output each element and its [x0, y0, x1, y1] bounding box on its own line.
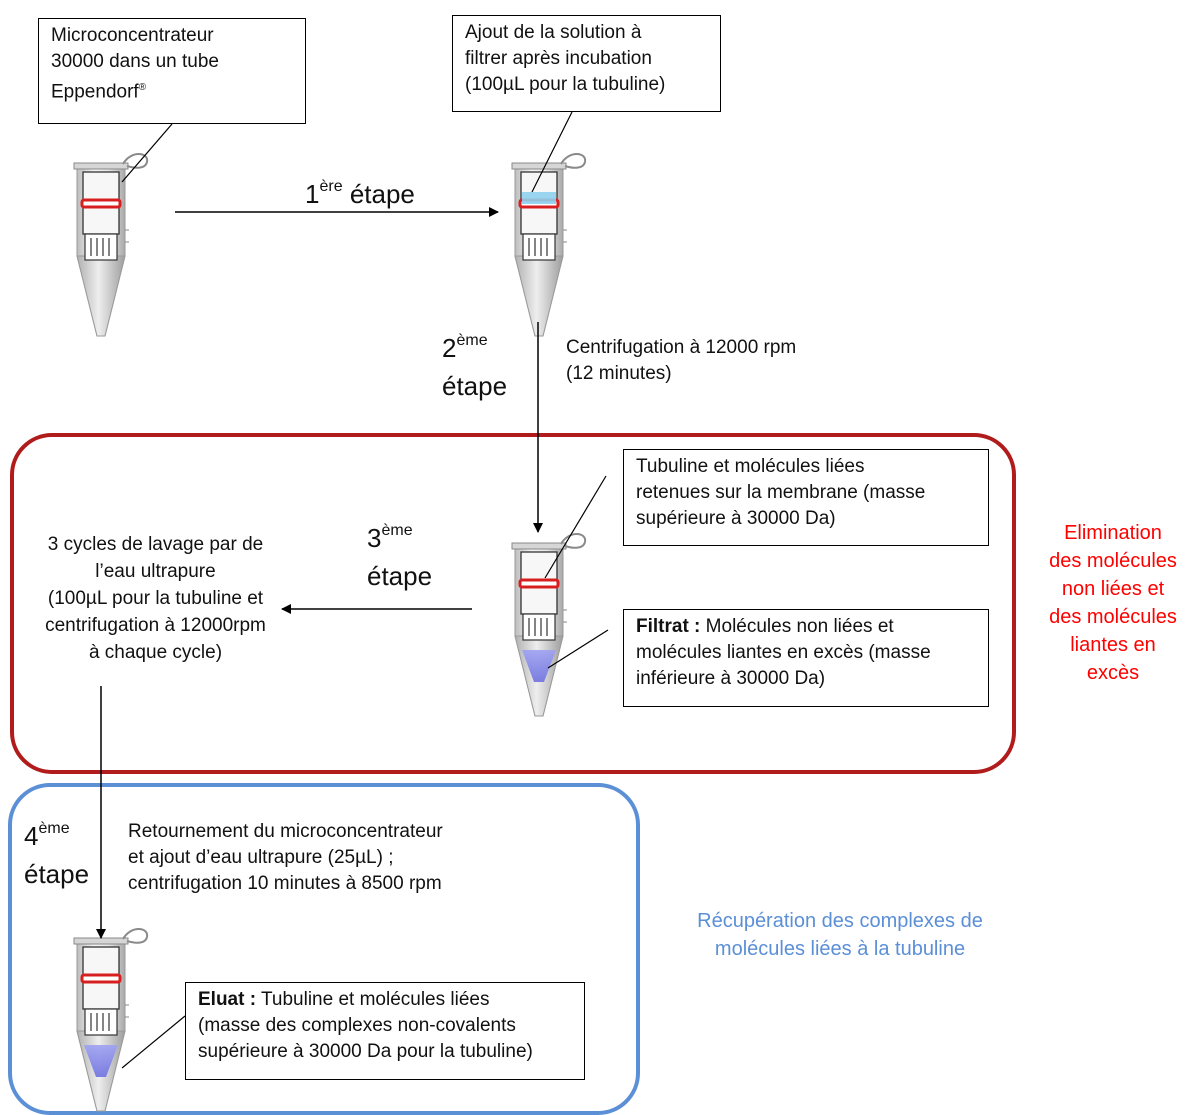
- retained-line3: supérieure à 30000 Da): [636, 508, 836, 529]
- elimination-region-label: Elimination des molécules non liées et d…: [1049, 522, 1177, 684]
- filtrate-line2: molécules liantes en excès (masse: [636, 642, 931, 663]
- eppendorf-tube-icon: [510, 532, 587, 718]
- centrifugation-label: Centrifugation à 12000 rpm (12 minutes): [566, 337, 797, 384]
- recovery-region-label: Récupération des complexes de molécules …: [697, 910, 983, 960]
- eppendorf-tube-icon: [72, 152, 149, 338]
- step3-label: 3ème étape: [367, 522, 433, 592]
- add-solution-box: Ajout de la solution à filtrer après inc…: [452, 15, 721, 112]
- filtrate-line3: inférieure à 30000 Da): [636, 668, 826, 689]
- retained-line2: retenues sur la membrane (masse: [636, 482, 926, 503]
- registered-mark: ®: [138, 82, 147, 93]
- retained-line1: Tubuline et molécules liées: [636, 456, 865, 477]
- eluate-line1: Eluat : Tubuline et molécules liées: [198, 989, 490, 1010]
- inversion-label: Retournement du microconcentrateur et aj…: [128, 821, 443, 894]
- retained-box: Tubuline et molécules liées retenues sur…: [623, 449, 989, 546]
- microconcentrator-box: Microconcentrateur 30000 dans un tube Ep…: [38, 18, 306, 124]
- washing-label: 3 cycles de lavage par de l’eau ultrapur…: [45, 534, 266, 663]
- add-solution-line2: filtrer après incubation: [465, 48, 652, 69]
- microconcentrator-line2: 30000 dans un tube: [51, 51, 219, 72]
- pointer-solution: [531, 111, 573, 193]
- add-solution-line3: (100µL pour la tubuline): [465, 74, 666, 95]
- eluate-line2: (masse des complexes non-covalents: [198, 1015, 516, 1036]
- eppendorf-tube-icon: [72, 927, 149, 1113]
- eluate-line3: supérieure à 30000 Da pour la tubuline): [198, 1041, 533, 1062]
- eluate-box: Eluat : Tubuline et molécules liées (mas…: [185, 982, 585, 1080]
- filtrate-box: Filtrat : Molécules non liées et molécul…: [623, 609, 989, 707]
- add-solution-line1: Ajout de la solution à: [465, 22, 642, 43]
- microconcentrator-brand: Eppendorf: [51, 81, 139, 103]
- filtrate-line1: Filtrat : Molécules non liées et: [636, 616, 894, 637]
- filtrate-label: Filtrat :: [636, 616, 701, 637]
- step1-label: 1ère étape: [305, 178, 415, 210]
- recovery-region-frame: [8, 783, 640, 1115]
- eluate-label: Eluat :: [198, 989, 257, 1010]
- pointer-retained: [544, 475, 607, 579]
- pointer-filtrate: [547, 629, 609, 669]
- microconcentrator-line1: Microconcentrateur: [51, 25, 214, 46]
- elimination-region-frame: [10, 433, 1016, 774]
- eppendorf-tube-icon: [510, 152, 587, 338]
- step2-label: 2ème étape: [442, 332, 508, 402]
- pointer-eluate: [121, 1015, 186, 1069]
- pointer-microconcentrator: [121, 123, 173, 183]
- microconcentrator-line3: Eppendorf®: [51, 75, 293, 105]
- step4-label: 4ème étape: [24, 820, 90, 890]
